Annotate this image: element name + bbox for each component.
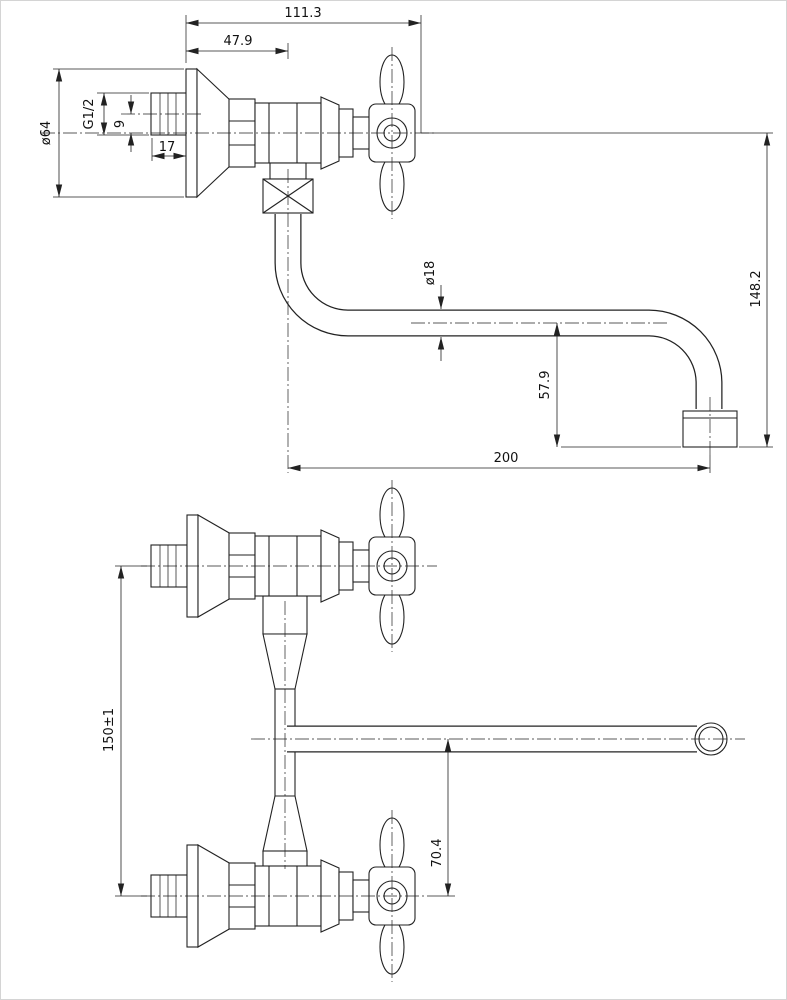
- dim-spout-drop: 57.9: [538, 371, 553, 400]
- dimensions-front-view: 150±1 70.4: [102, 565, 455, 897]
- dim-axis-offset: 9: [113, 120, 128, 128]
- centerlines-front-view: [141, 480, 745, 982]
- dim-inlet-center-distance: 150±1: [102, 708, 117, 752]
- front-view: 150±1 70.4: [102, 480, 745, 982]
- dim-spout-tube-diameter: ø18: [423, 261, 438, 286]
- dim-wall-to-spout-axis: 47.9: [224, 34, 253, 49]
- dim-inlet-thread: G1/2: [82, 99, 97, 130]
- dim-stub-length: 17: [159, 140, 176, 155]
- dim-width-total: 111.3: [284, 6, 321, 21]
- dim-spout-to-lower-axis: 70.4: [430, 839, 445, 868]
- dim-height-total: 148.2: [749, 270, 764, 307]
- side-view: 111.3 47.9 G1/2 9 ø64 17: [39, 6, 773, 473]
- dim-spout-reach: 200: [494, 451, 519, 466]
- dimensions-top-view: 111.3 47.9 G1/2 9 ø64 17: [39, 6, 773, 473]
- spout-tube: [274, 214, 723, 409]
- dim-flange-diameter: ø64: [39, 121, 54, 146]
